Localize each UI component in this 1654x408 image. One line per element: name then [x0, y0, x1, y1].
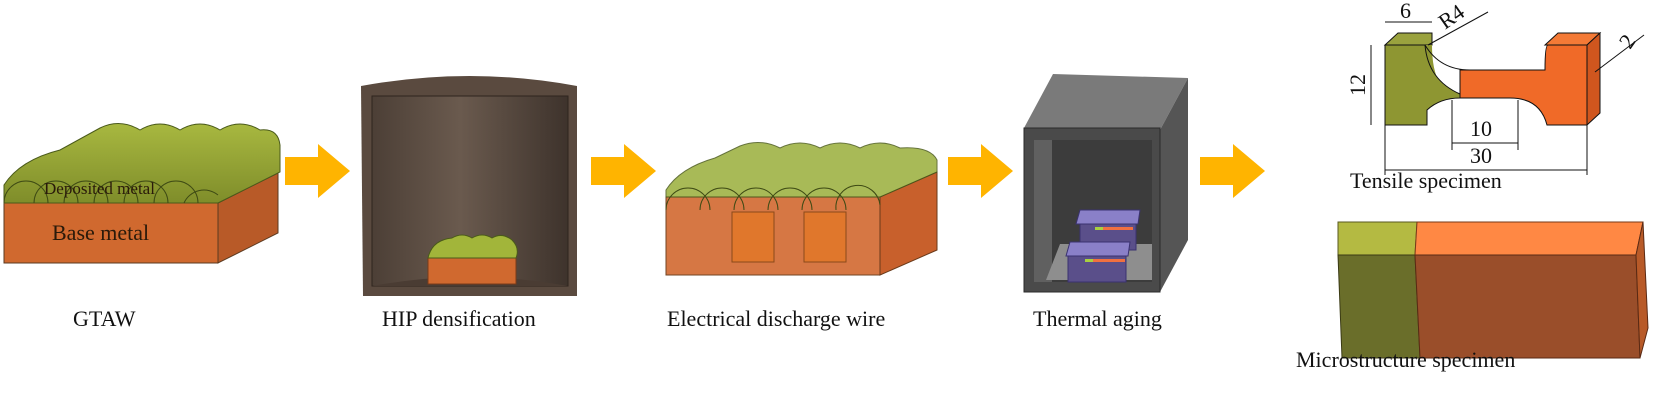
- base-metal-label: Base metal: [52, 220, 150, 245]
- dim-grip-width: 6: [1400, 0, 1411, 23]
- process-arrow-3: [948, 144, 1013, 198]
- process-arrow-4: [1200, 144, 1265, 198]
- dim-radius: R4: [1434, 0, 1469, 34]
- dim-thickness: 2: [1614, 30, 1641, 53]
- dim-total-length: 30: [1470, 143, 1492, 168]
- hip-sample: [427, 234, 518, 285]
- microstructure-specimen: [1337, 221, 1649, 359]
- process-arrow-1: [285, 144, 350, 198]
- step-label-edw: Electrical discharge wire: [667, 306, 886, 331]
- step-label-hip: HIP densification: [382, 306, 536, 331]
- tensile-specimen-label: Tensile specimen: [1350, 168, 1502, 193]
- gtaw-bead-arcs: [3, 180, 219, 204]
- deposited-metal-label: Deposited metal: [44, 179, 155, 198]
- step-label-thermal-aging: Thermal aging: [1033, 306, 1162, 331]
- tensile-specimen: 6 R4 12 10 30 2: [1345, 0, 1645, 175]
- dim-gauge-length: 10: [1470, 116, 1492, 141]
- step-label-gtaw: GTAW: [73, 306, 136, 331]
- gtaw-base-front: [3, 202, 219, 264]
- edw-cut-slot-1: [731, 211, 775, 263]
- gtaw-deposit-top: [3, 123, 281, 204]
- edw-block: [665, 142, 938, 276]
- gtaw-block: [3, 123, 281, 264]
- dim-height: 12: [1345, 74, 1370, 96]
- hip-vessel: [361, 76, 577, 296]
- aging-tray-front: [1065, 241, 1131, 283]
- edw-cut-slot-2: [803, 211, 847, 263]
- tensile-dimension-lines: [1370, 11, 1645, 175]
- aging-chamber: [1023, 74, 1188, 293]
- microstructure-specimen-label: Microstructure specimen: [1296, 347, 1516, 372]
- process-arrow-2: [591, 144, 656, 198]
